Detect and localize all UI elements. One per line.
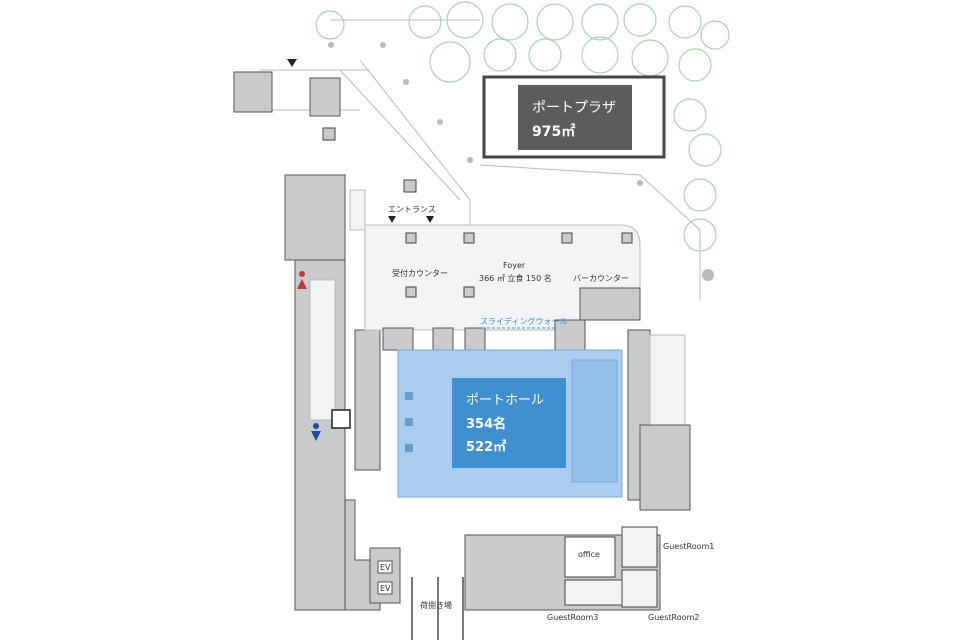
trees [315,1,730,252]
women-restroom-icon [299,271,305,277]
foyer-info: 366 ㎡ 立食 150 名 [479,273,552,283]
port-hall[interactable]: ポートホール 354名 522㎡ [397,349,623,498]
north-building [233,59,341,141]
building-walls [284,174,417,611]
site-lines [260,19,714,300]
port-plaza-area: 975㎡ [532,123,575,140]
guest-room-1 [621,526,658,568]
men-restroom-icon [313,423,319,429]
restroom-icons [297,271,351,441]
entrance-arrow-icon [287,59,297,67]
reception-label: 受付カウンター [392,268,448,278]
tree-icon [315,10,345,40]
ev2-label: EV [380,584,391,593]
port-hall-name: ポートホール [466,393,544,408]
port-plaza[interactable]: ポートプラザ 975㎡ [482,75,666,159]
guestroom1-label: GuestRoom1 [663,542,714,551]
guestroom2-label: GuestRoom2 [648,613,699,622]
east-wing [627,329,691,511]
sliding-wall-label: スライディングウォール [480,316,567,326]
entrance-arrow-icon [388,216,396,223]
ev1-label: EV [380,563,391,572]
bar-counter-label: バーカウンター [573,274,629,283]
accessible-restroom-icon [331,409,351,429]
foyer-label: Foyer [503,261,526,270]
port-hall-capacity: 354名 [466,416,506,432]
south-area: office GuestRoom1 GuestRoom2 GuestRoom3 … [369,526,714,640]
port-hall-area: 522㎡ [466,439,506,455]
guestroom3-label: GuestRoom3 [547,613,598,622]
office-label: office [578,550,600,559]
loading-area-label: 荷捌き場 [420,600,452,610]
entrance-label: エントランス [388,205,436,214]
port-plaza-name: ポートプラザ [532,100,616,116]
entrance-arrow-icon [426,216,434,223]
guest-room-2 [621,569,658,608]
foyer[interactable]: エントランス 受付カウンター Foyer 366 ㎡ 立食 150 名 バーカウ… [364,205,641,361]
